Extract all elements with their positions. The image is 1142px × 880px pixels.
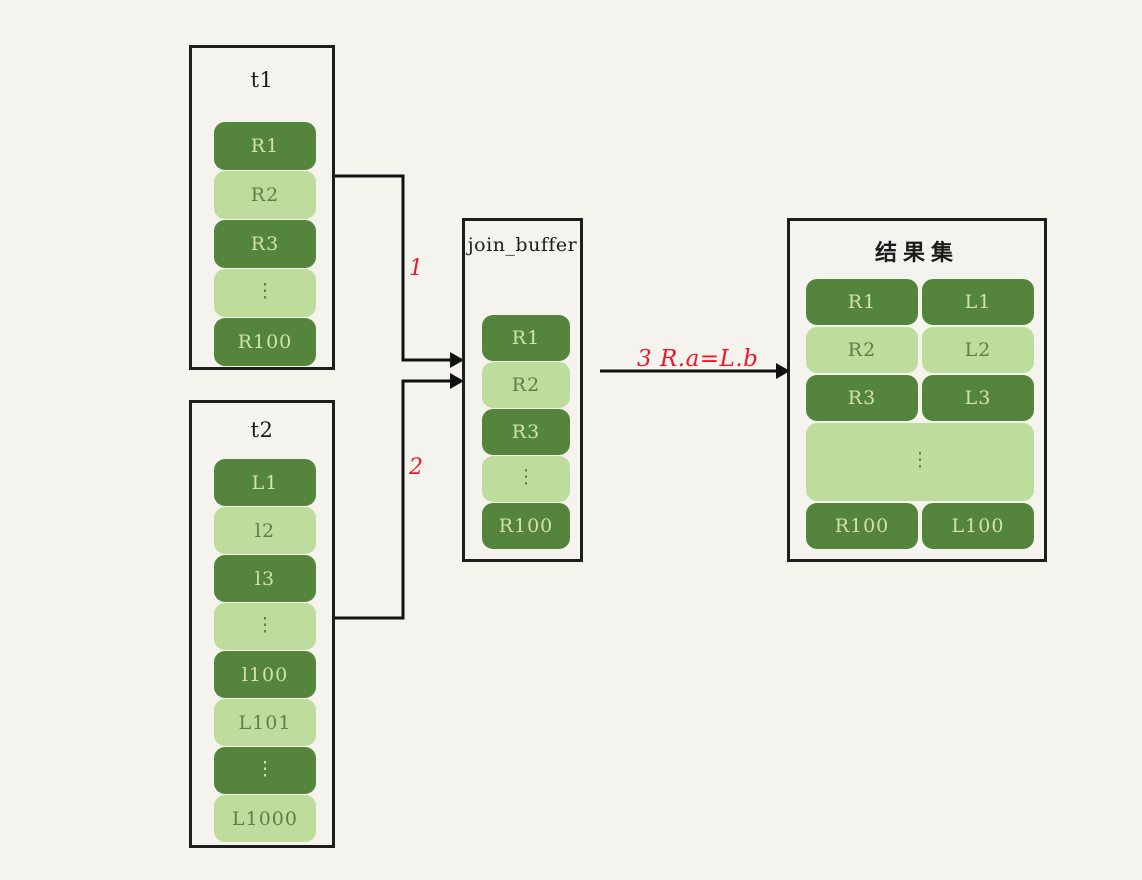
result-label-right: L1 — [964, 291, 992, 313]
result-cell-left: R100 — [806, 503, 918, 549]
record-cell: R100 — [482, 503, 570, 549]
record-cell: ⋮ — [214, 747, 316, 794]
result-label-left: R1 — [847, 291, 877, 313]
record-cell: R1 — [214, 122, 316, 170]
record-label: L101 — [238, 711, 292, 734]
record-label: R1 — [250, 135, 280, 157]
table-row: R3 L3 — [806, 375, 1034, 421]
wire-t2-to-join-buffer — [335, 379, 452, 620]
vertical-ellipsis-icon: ⋮ — [255, 613, 275, 636]
table-row: R2 L2 — [806, 327, 1034, 373]
record-cell: R2 — [482, 362, 570, 408]
annotation-step-1: 1 — [409, 256, 423, 281]
record-label: R3 — [250, 233, 280, 255]
vertical-ellipsis-icon: ⋮ — [910, 449, 930, 472]
record-cell: ⋮ — [214, 603, 316, 650]
record-cell: R3 — [482, 409, 570, 455]
record-cell: R100 — [214, 318, 316, 366]
result-cell-right: L100 — [922, 503, 1034, 549]
record-label: R2 — [511, 374, 541, 396]
vertical-ellipsis-icon: ⋮ — [255, 757, 275, 780]
record-cell: L101 — [214, 699, 316, 746]
result-cell-right: L3 — [922, 375, 1034, 421]
record-cell: R2 — [214, 171, 316, 219]
result-label-right: L100 — [951, 515, 1005, 537]
record-cell: ⋮ — [214, 269, 316, 317]
record-cell: R3 — [214, 220, 316, 268]
result-label-right: L2 — [964, 339, 992, 361]
result-label-right: L3 — [964, 387, 992, 409]
result-cell-right: L2 — [922, 327, 1034, 373]
panel-title-t1: t1 — [250, 68, 274, 92]
result-label-left: R100 — [834, 515, 890, 537]
record-label: R100 — [237, 331, 293, 353]
table-row: R100 L100 — [806, 503, 1034, 549]
record-cell: L1 — [214, 459, 316, 506]
record-label: R2 — [250, 184, 280, 206]
result-label-left: R2 — [847, 339, 877, 361]
record-cell: l100 — [214, 651, 316, 698]
result-label-left: R3 — [847, 387, 877, 409]
result-cell-left: R2 — [806, 327, 918, 373]
record-label: l3 — [254, 567, 276, 590]
record-label: L1000 — [232, 807, 298, 830]
result-cell-merged: ⋮ — [806, 423, 1034, 501]
result-cell-left: R3 — [806, 375, 918, 421]
annotation-step-3-join-condition: 3 R.a=L.b — [637, 346, 759, 372]
panel-title-t2: t2 — [250, 418, 274, 442]
result-cell-left: R1 — [806, 279, 918, 325]
vertical-ellipsis-icon: ⋮ — [516, 466, 536, 489]
table-row: R1 L1 — [806, 279, 1034, 325]
panel-title-join-buffer: join_buffer — [467, 234, 578, 256]
result-cell-right: L1 — [922, 279, 1034, 325]
annotation-step-2: 2 — [409, 455, 423, 480]
record-label: l100 — [241, 663, 289, 686]
record-cell: L1000 — [214, 795, 316, 842]
record-label: l2 — [254, 519, 276, 542]
record-cell: R1 — [482, 315, 570, 361]
record-label: L1 — [251, 471, 279, 494]
record-label: R1 — [511, 327, 541, 349]
record-cell: ⋮ — [482, 456, 570, 502]
record-cell: l2 — [214, 507, 316, 554]
table-row: ⋮ — [806, 423, 1034, 501]
vertical-ellipsis-icon: ⋮ — [255, 280, 275, 303]
record-label: R3 — [511, 421, 541, 443]
panel-title-result-set: 结果集 — [874, 240, 959, 266]
wire-t1-to-join-buffer — [335, 174, 452, 362]
record-label: R100 — [498, 515, 554, 537]
record-cell: l3 — [214, 555, 316, 602]
